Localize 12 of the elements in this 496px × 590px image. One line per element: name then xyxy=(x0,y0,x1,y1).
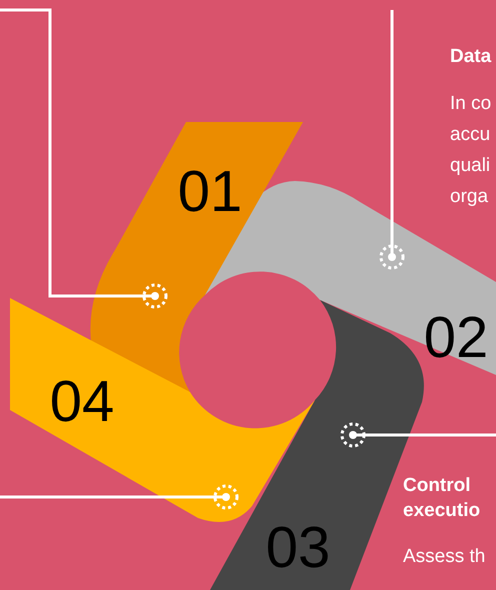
step-title: Data xyxy=(450,45,492,69)
step-description: Assess th xyxy=(403,545,486,570)
step-number: 01 xyxy=(178,163,242,221)
leader-line xyxy=(380,10,404,270)
leader-line xyxy=(340,422,496,448)
step-description: In co accu quali orga xyxy=(450,92,492,209)
step-title: Control executio xyxy=(403,474,482,523)
step-number: 04 xyxy=(50,373,114,431)
leader-line xyxy=(0,8,168,308)
leader-line xyxy=(0,484,238,510)
step-number: 02 xyxy=(424,309,488,367)
step-number: 03 xyxy=(266,519,330,577)
